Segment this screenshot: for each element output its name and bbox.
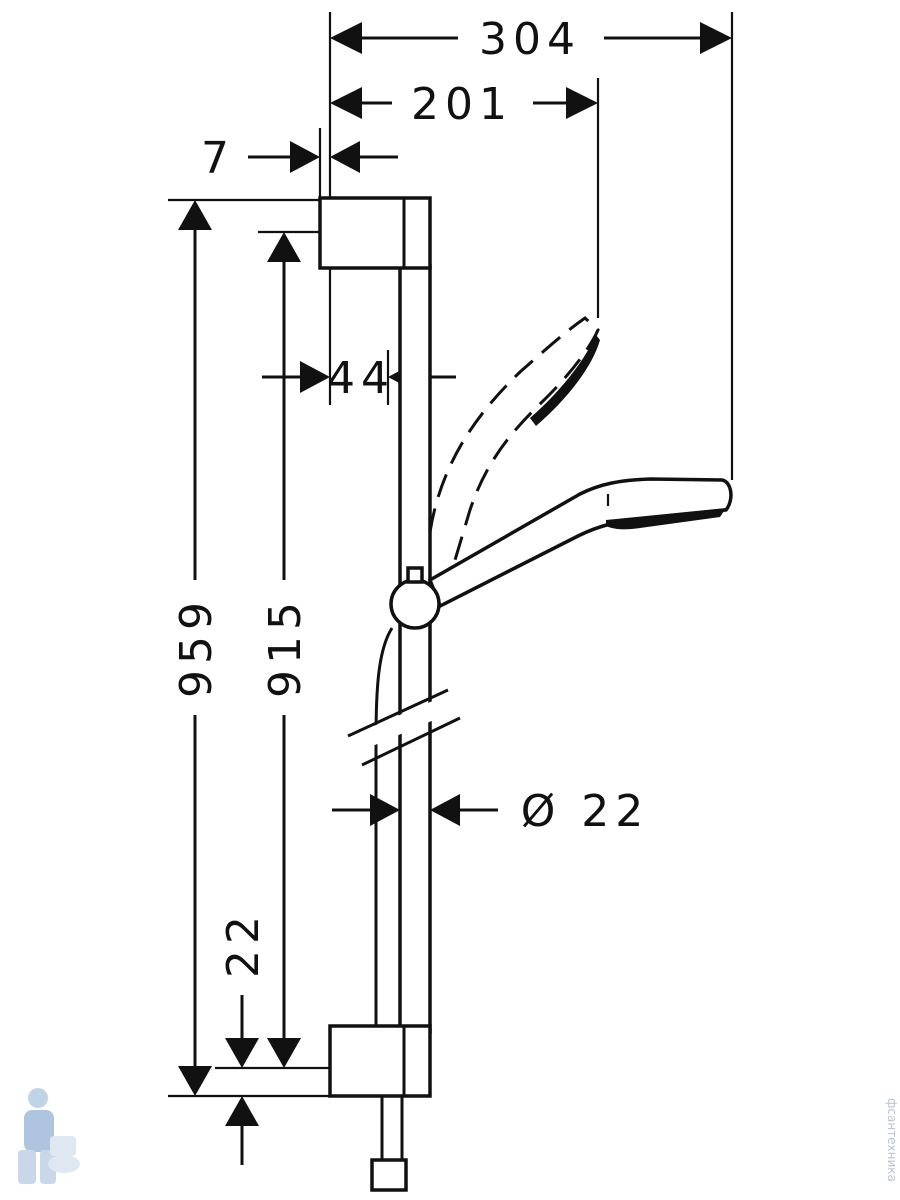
arrow-head <box>290 141 320 173</box>
arrow-head <box>178 1066 212 1096</box>
dimension-label-915: 915 <box>260 596 311 698</box>
handshower <box>427 477 733 609</box>
arrow-head <box>267 1038 301 1068</box>
arrow-head <box>300 361 330 393</box>
watermark-text: фсантехника <box>885 1098 899 1182</box>
dimension-label-959: 959 <box>171 596 222 698</box>
dimension-label-201: 201 <box>411 79 513 130</box>
dimension-915: 915 <box>260 232 311 1068</box>
dimension-label-44: 44 <box>327 353 395 404</box>
dimension-label-7: 7 <box>201 133 235 184</box>
shower-rail <box>398 264 432 1034</box>
dimension-diameter-22: Ø 22 <box>332 786 650 837</box>
holder-knob-stem <box>406 566 424 584</box>
handshower-alt-spray-face <box>530 335 600 426</box>
shower-hose <box>374 627 394 1028</box>
dimension-7: 7 <box>201 133 398 184</box>
arrow-head <box>430 794 460 826</box>
arrow-head <box>267 232 301 262</box>
handshower-alt-position <box>428 316 600 561</box>
shower-set-drawing <box>318 196 733 1192</box>
arrow-head <box>178 200 212 230</box>
arrow-head <box>566 87 598 119</box>
dimension-label-22: 22 <box>218 910 269 978</box>
top-wall-bracket <box>318 196 432 270</box>
plumber-mascot-icon <box>18 1088 80 1184</box>
rail-break-symbol <box>347 688 462 767</box>
dimension-201: 201 <box>330 79 598 130</box>
arrow-head <box>700 22 732 54</box>
arrow-head <box>330 22 362 54</box>
dimension-label-diameter: Ø 22 <box>521 786 650 837</box>
arrow-head <box>225 1096 259 1126</box>
dimension-label-304: 304 <box>479 14 581 65</box>
handshower-holder-knob <box>389 578 441 630</box>
bottom-wall-bracket <box>328 1024 432 1098</box>
hose-connector <box>370 1158 408 1192</box>
dimension-304: 304 <box>330 14 732 65</box>
arrow-head <box>225 1038 259 1068</box>
arrow-head <box>330 87 362 119</box>
dimension-959: 959 <box>171 200 222 1096</box>
dimension-22-bottom: 22 <box>218 910 269 1165</box>
handshower-spray-face <box>606 508 726 530</box>
arrow-head <box>330 141 360 173</box>
